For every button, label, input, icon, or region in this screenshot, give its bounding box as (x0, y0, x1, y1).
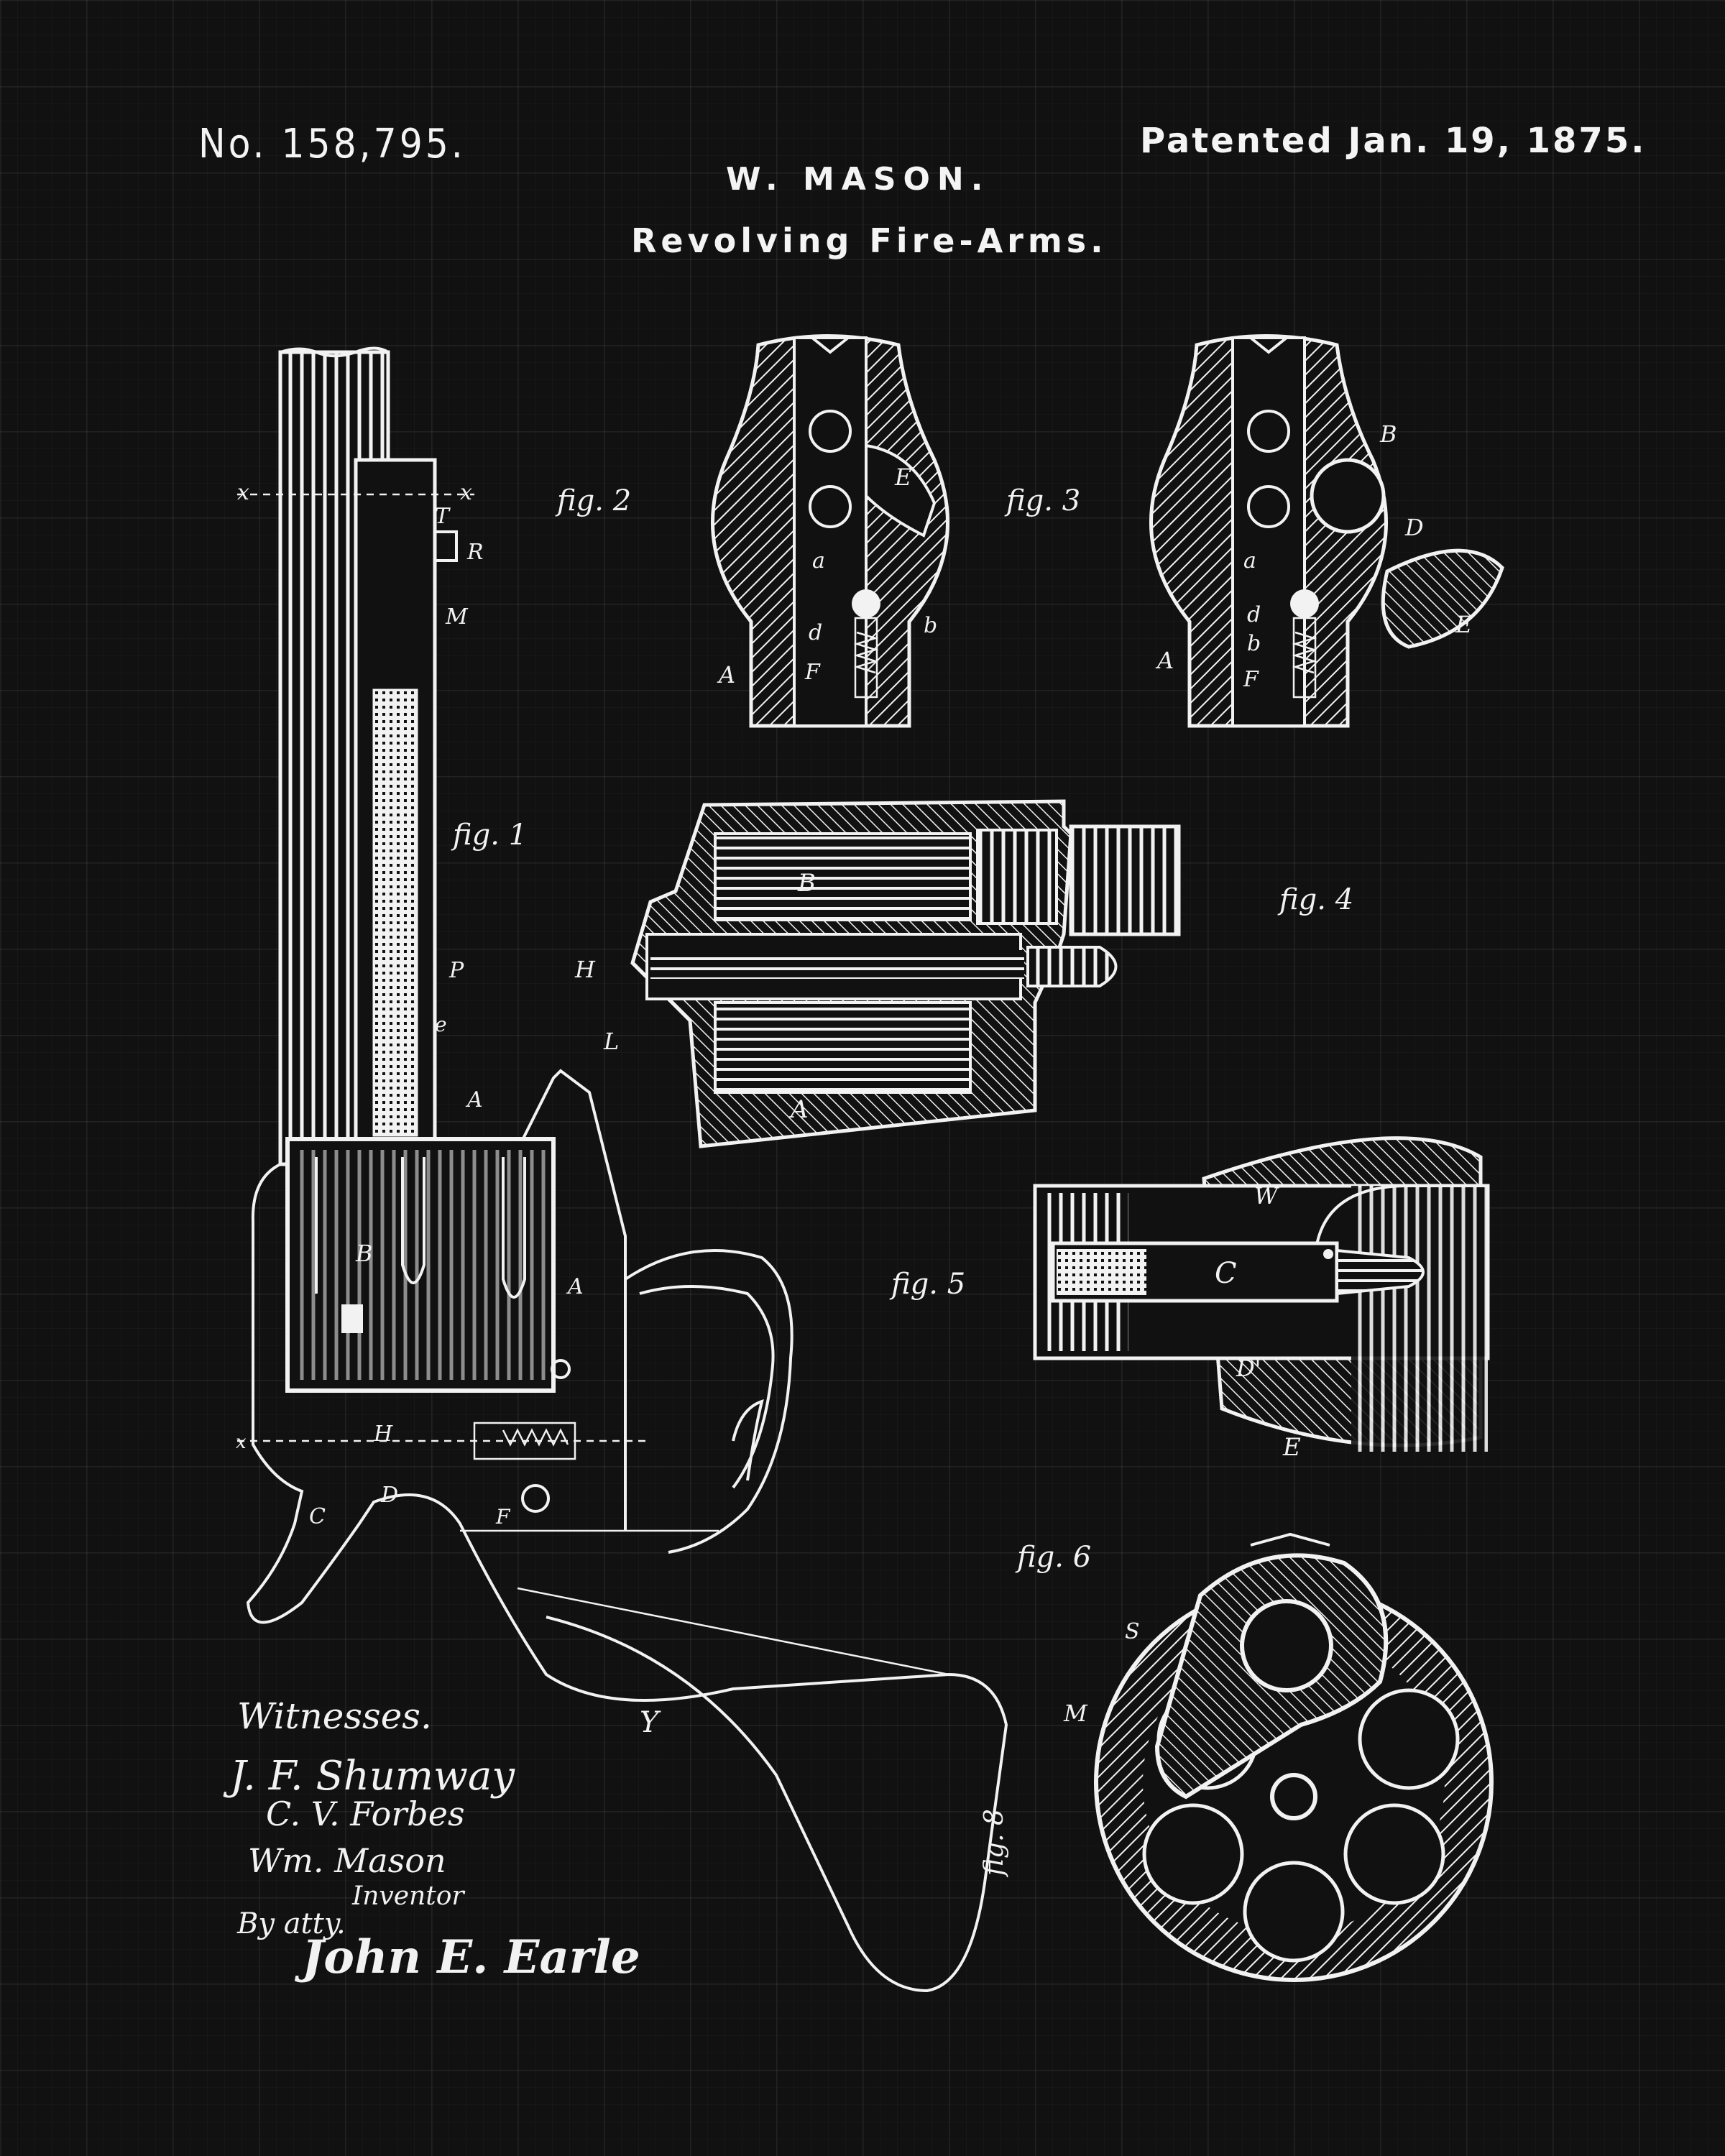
fig1-label-F: F (495, 1505, 511, 1529)
witness-1-signature: J. F. Shumway (223, 1753, 515, 1800)
fig4-label-B: B (797, 869, 816, 898)
fig3-label-B: B (1379, 420, 1397, 448)
ejector-rod-knurl (372, 688, 418, 1137)
fig1-caption: fig. 1 (451, 819, 527, 852)
fig1-label-H: H (373, 1422, 393, 1447)
fig4-label-L: L (603, 1028, 619, 1055)
fig3-label-a: a (1243, 548, 1256, 573)
fig1-label-x: x (236, 1432, 247, 1453)
fig1-label-e: e (435, 1013, 447, 1036)
fig4-label-H: H (574, 956, 596, 983)
fig8-caption: fig. 8 (980, 1809, 1009, 1878)
fig5-label-E: E (1282, 1433, 1301, 1462)
fig2-label-d: d (809, 620, 822, 645)
fig5-label-W: W (1254, 1182, 1280, 1210)
patent-title: Revolving Fire-Arms. (631, 221, 1108, 260)
fig6-caption: fig. 6 (1015, 1541, 1091, 1574)
fig3-label-E: E (1455, 611, 1472, 638)
fig3-label-d: d (1247, 602, 1261, 627)
figure-2-section: E a b d F A fig. 2 (555, 334, 950, 728)
fig2-label-E: E (894, 464, 911, 491)
fig2-caption: fig. 2 (555, 484, 631, 517)
fig3-caption: fig. 3 (1004, 484, 1080, 517)
fig1-label-Y: Y (640, 1706, 661, 1739)
fig1-label-A: A (465, 1087, 483, 1112)
figure-6-cylinder-end: S M fig. 6 (1015, 1532, 1494, 1982)
inventor-name-signature: Wm. Mason (248, 1841, 446, 1880)
fig5-label-D-prime: D' (1236, 1355, 1261, 1382)
fig2-label-a: a (812, 548, 825, 573)
fig1-label-A: A (566, 1274, 584, 1299)
fig3-label-D: D (1404, 514, 1424, 541)
patent-date: Patented Jan. 19, 1875. (1140, 121, 1647, 161)
inventor-heading: W. MASON. (726, 161, 990, 198)
inventor-label: Inventor (351, 1881, 465, 1911)
fig1-label-P: P (448, 958, 464, 983)
fig1-label-C: C (309, 1504, 326, 1529)
fig1-label-x: x (237, 480, 249, 505)
fig1-label-x: x (460, 480, 472, 505)
fig1-label-R: R (466, 540, 484, 565)
by-attorney-label: By atty. (236, 1907, 346, 1940)
witness-2-signature: C. V. Forbes (266, 1795, 465, 1833)
figure-4-cylinder-section: B H L A fig. 4 (574, 799, 1353, 1148)
fig3-label-A: A (1155, 647, 1174, 674)
fig1-label-M: M (445, 604, 469, 630)
fig6-label-M: M (1063, 1700, 1088, 1727)
fig5-caption: fig. 5 (889, 1268, 965, 1301)
fig4-caption: fig. 4 (1277, 883, 1353, 916)
fig4-label-A: A (788, 1095, 809, 1124)
attorney-signature: John E. Earle (294, 1930, 640, 1984)
patent-number: No. 158,795. (198, 121, 466, 167)
fig2-label-A: A (717, 661, 735, 688)
fig1-label-T: T (435, 504, 451, 529)
fig6-label-S: S (1125, 1619, 1140, 1644)
fig5-label-C: C (1215, 1257, 1237, 1290)
fig3-label-b: b (1247, 631, 1261, 656)
figure-5-top-view: W C D' E fig. 5 (889, 1136, 1490, 1462)
fig2-label-b: b (924, 613, 937, 638)
figure-3-section: B D a d b F A E fig. 3 (1004, 334, 1504, 728)
fig2-label-F: F (804, 660, 821, 685)
fig1-label-D: D (380, 1483, 398, 1508)
figure-1-revolver: x x T R M P e A B A C D H x F Y fig. 1 f… (236, 346, 1009, 1993)
signature-block: Witnesses. J. F. Shumway C. V. Forbes Wm… (223, 1695, 640, 1984)
fig1-label-B: B (355, 1240, 373, 1267)
witnesses-label: Witnesses. (237, 1695, 432, 1737)
fig3-label-F: F (1243, 667, 1259, 692)
